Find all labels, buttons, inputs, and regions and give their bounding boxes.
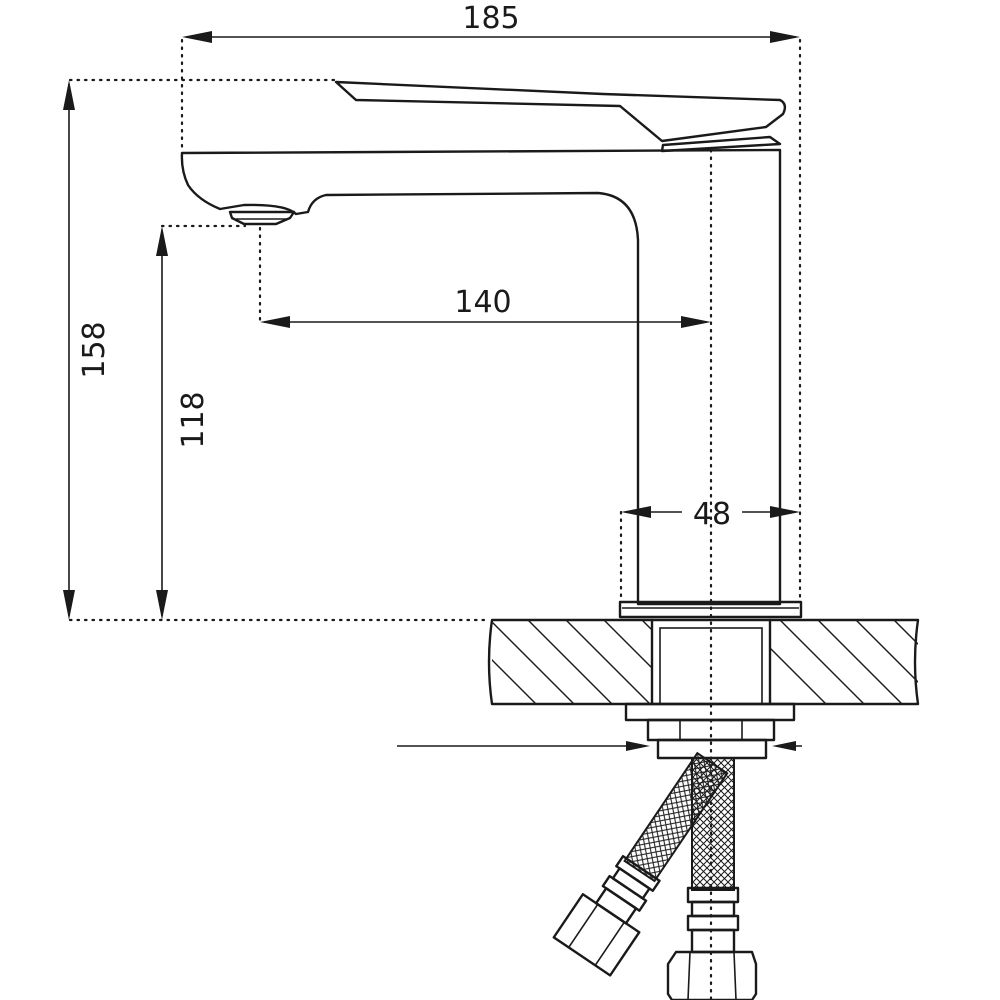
supply-hose-angled: [552, 751, 729, 977]
dimension-label-48: 48: [693, 497, 731, 532]
dimension-label-118: 118: [176, 391, 211, 448]
faucet-spout: [180, 148, 782, 606]
dimension-body-width: 48: [619, 497, 800, 602]
dimension-spout-height: 118: [156, 224, 247, 620]
dimension-label-158: 158: [77, 321, 112, 378]
dimension-overall-width: 185: [180, 1, 802, 602]
countertop-section: [487, 618, 920, 706]
dimension-label-185: 185: [462, 1, 519, 36]
dimension-thread-diameter: [397, 741, 802, 751]
aerator: [228, 210, 296, 226]
dimension-overall-height: 158: [63, 78, 492, 622]
base-ring: [618, 600, 803, 619]
faucet-handle: [334, 80, 787, 153]
dimension-spout-reach: 140: [258, 148, 713, 1000]
dimension-label-140: 140: [454, 285, 511, 320]
